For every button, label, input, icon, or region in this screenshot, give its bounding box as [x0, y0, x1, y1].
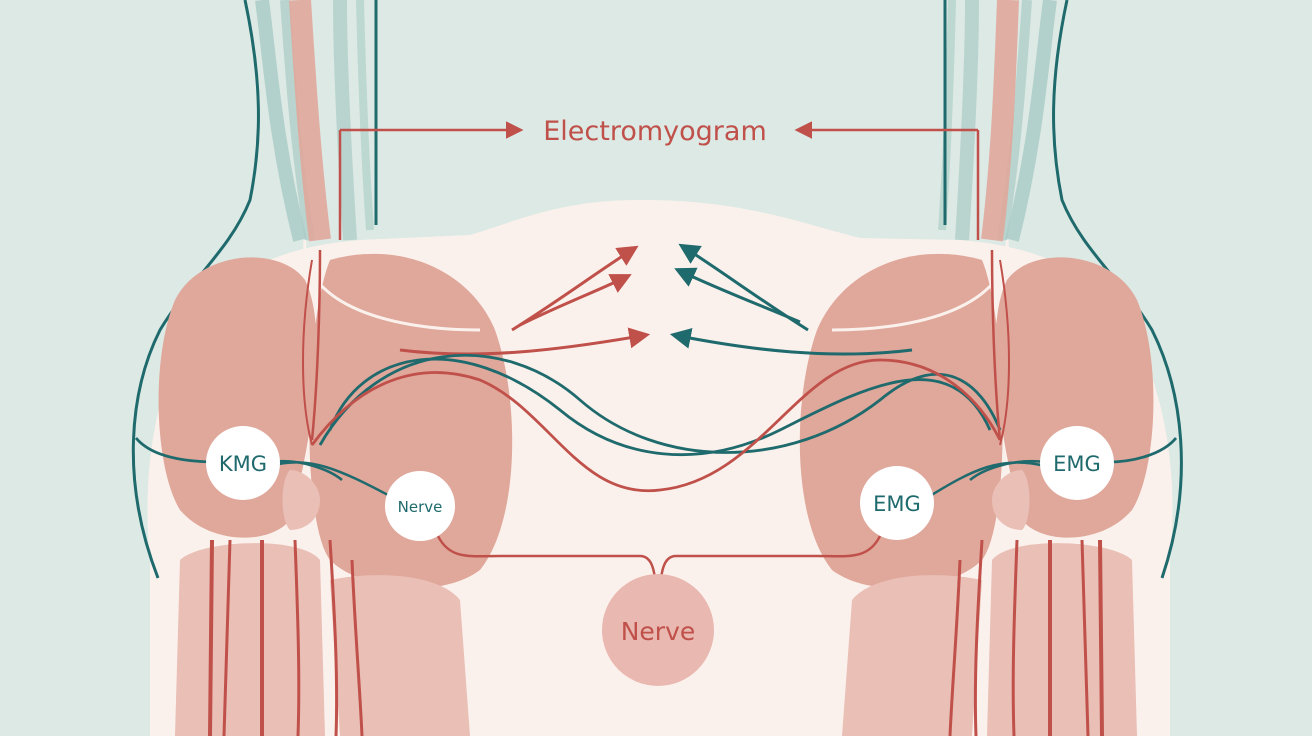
sensor-right-inner-label: EMG	[873, 492, 921, 516]
arrow-icon	[669, 327, 913, 356]
signal-arrows	[399, 243, 913, 356]
left-arm-muscles	[175, 539, 470, 736]
arrow-icon	[519, 274, 632, 327]
sensor-left-outer: KMG	[206, 426, 280, 500]
arrow-icon	[674, 267, 801, 324]
sensor-left-inner-label: Nerve	[398, 498, 443, 516]
arrow-icon	[399, 327, 651, 356]
sensor-left-outer-label: KMG	[219, 452, 267, 476]
right-neck-tendons	[938, 0, 1183, 579]
right-shoulder-muscles	[799, 253, 1154, 589]
sensor-left-inner: Nerve	[385, 471, 455, 541]
diagram-title: Electromyogram	[543, 116, 767, 147]
center-nerve-node: Nerve	[602, 574, 714, 686]
sensor-right-outer: EMG	[1040, 426, 1114, 500]
sensor-right-inner: EMG	[860, 466, 934, 540]
center-nerve-label: Nerve	[621, 617, 696, 646]
signal-curves	[302, 249, 1010, 493]
right-arm-muscles	[842, 539, 1137, 736]
sensor-right-outer-label: EMG	[1053, 452, 1101, 476]
title-arrows	[338, 121, 980, 240]
shoulder-outlines	[303, 239, 1009, 332]
